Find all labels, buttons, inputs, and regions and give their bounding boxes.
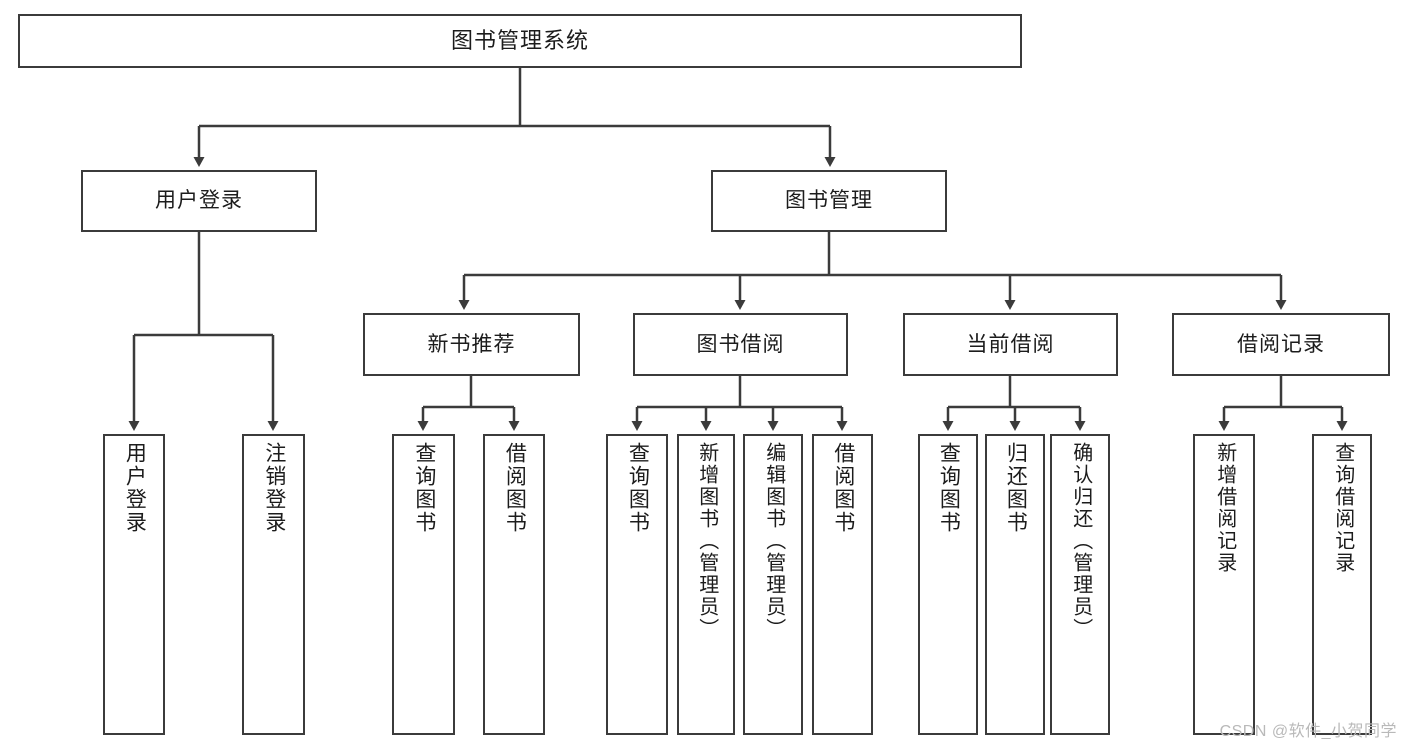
leaf-query-borrow-record[interactable]: 查询借阅记录 [1312, 434, 1372, 735]
leaf-label: 借阅图书 [831, 442, 855, 534]
leaf-query-book-recommend[interactable]: 查询图书 [392, 434, 455, 735]
node-borrow-record[interactable]: 借阅记录 [1172, 313, 1390, 376]
leaf-label: 新增借阅记录 [1213, 442, 1236, 574]
node-book-management[interactable]: 图书管理 [711, 170, 947, 232]
leaf-confirm-return-admin[interactable]: 确认归还（管理员） [1050, 434, 1110, 735]
leaf-return-book[interactable]: 归还图书 [985, 434, 1045, 735]
node-root-system[interactable]: 图书管理系统 [18, 14, 1022, 68]
leaf-label: 归还图书 [1004, 442, 1028, 534]
leaf-label: 确认归还（管理员） [1069, 442, 1092, 640]
leaf-logout-login[interactable]: 注销登录 [242, 434, 305, 735]
leaf-add-book-admin[interactable]: 新增图书（管理员） [677, 434, 735, 735]
leaf-label: 查询图书 [626, 442, 650, 534]
leaf-label: 查询图书 [937, 442, 961, 534]
leaf-add-borrow-record[interactable]: 新增借阅记录 [1193, 434, 1255, 735]
leaf-borrow-book[interactable]: 借阅图书 [812, 434, 873, 735]
leaf-query-book-borrow[interactable]: 查询图书 [606, 434, 668, 735]
leaf-label: 查询图书 [412, 442, 436, 534]
node-book-borrow[interactable]: 图书借阅 [633, 313, 848, 376]
leaf-label: 用户登录 [123, 442, 147, 534]
leaf-label: 注销登录 [262, 442, 286, 534]
leaf-edit-book-admin[interactable]: 编辑图书（管理员） [743, 434, 803, 735]
leaf-label: 查询借阅记录 [1331, 442, 1354, 574]
watermark-text: CSDN @软件_小贺同学 [1219, 723, 1397, 740]
node-new-book-recommend[interactable]: 新书推荐 [363, 313, 580, 376]
node-label: 图书管理系统 [450, 27, 589, 53]
node-label: 图书借阅 [696, 332, 785, 356]
node-label: 借阅记录 [1237, 332, 1325, 356]
leaf-label: 新增图书（管理员） [695, 442, 718, 640]
node-label: 当前借阅 [966, 332, 1055, 356]
node-label: 新书推荐 [427, 332, 516, 356]
leaf-label: 借阅图书 [503, 442, 527, 534]
node-current-borrow[interactable]: 当前借阅 [903, 313, 1118, 376]
node-label: 图书管理 [785, 189, 873, 213]
leaf-user-login[interactable]: 用户登录 [103, 434, 165, 735]
node-label: 用户登录 [155, 189, 243, 213]
leaf-label: 编辑图书（管理员） [762, 442, 785, 640]
node-user-login[interactable]: 用户登录 [81, 170, 317, 232]
leaf-borrow-book-recommend[interactable]: 借阅图书 [483, 434, 545, 735]
leaf-query-book-current[interactable]: 查询图书 [918, 434, 978, 735]
